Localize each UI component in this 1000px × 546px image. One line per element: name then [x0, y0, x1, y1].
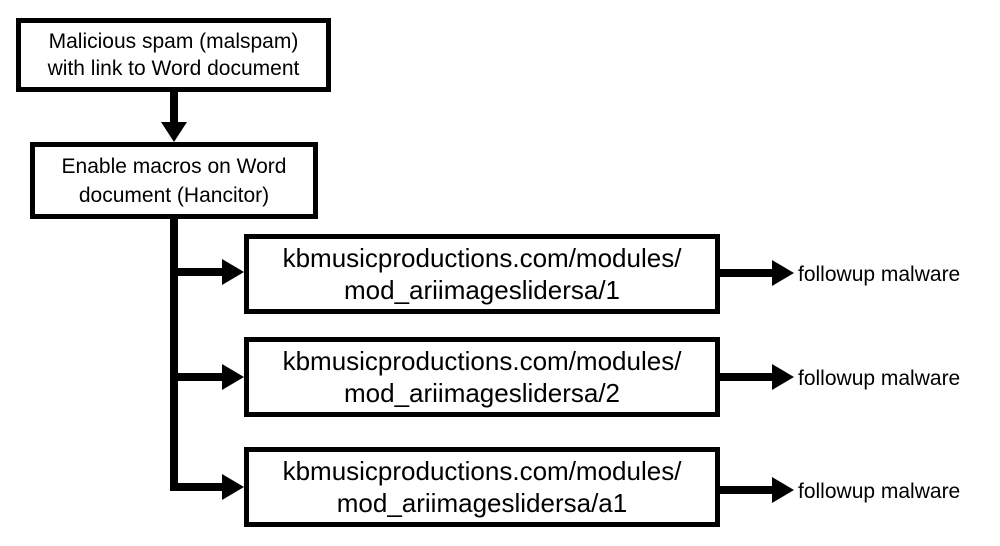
node-enable-macros-line-1: Enable macros on Word: [61, 154, 287, 178]
node-url-2: kbmusicproductions.com/modules/ mod_arii…: [244, 337, 720, 417]
node-malspam-line-2: with link to Word document: [47, 57, 300, 80]
arrowhead-right: [772, 364, 794, 390]
node-url-3: kbmusicproductions.com/modules/ mod_arii…: [244, 447, 720, 527]
arrowhead-right: [772, 260, 794, 286]
arrowhead-right: [222, 474, 244, 500]
arrowhead-right: [772, 477, 794, 503]
arrowhead-right: [222, 259, 244, 285]
node-url-1-line-2: mod_ariimageslidersa/1: [343, 275, 621, 305]
node-url-2-line-2: mod_ariimageslidersa/2: [343, 378, 621, 408]
node-url-3-line-2: mod_ariimageslidersa/a1: [336, 488, 628, 518]
node-url-3-line-1: kbmusicproductions.com/modules/: [282, 456, 682, 486]
arrowhead-right: [222, 364, 244, 390]
node-enable-macros-line-2: document (Hancitor): [78, 183, 270, 207]
output-followup-malware-2: followup malware: [798, 367, 961, 390]
output-followup-malware-3: followup malware: [798, 480, 961, 503]
node-enable-macros: Enable macros on Word document (Hancitor…: [30, 142, 318, 219]
node-url-1: kbmusicproductions.com/modules/ mod_arii…: [244, 234, 720, 314]
node-url-1-line-1: kbmusicproductions.com/modules/: [282, 243, 682, 273]
arrowhead-down: [161, 122, 187, 142]
node-malspam-line-1: Malicious spam (malspam): [48, 30, 299, 53]
output-followup-malware-1: followup malware: [798, 263, 961, 286]
node-url-2-line-1: kbmusicproductions.com/modules/: [282, 346, 682, 376]
node-malspam: Malicious spam (malspam) with link to Wo…: [16, 18, 331, 92]
